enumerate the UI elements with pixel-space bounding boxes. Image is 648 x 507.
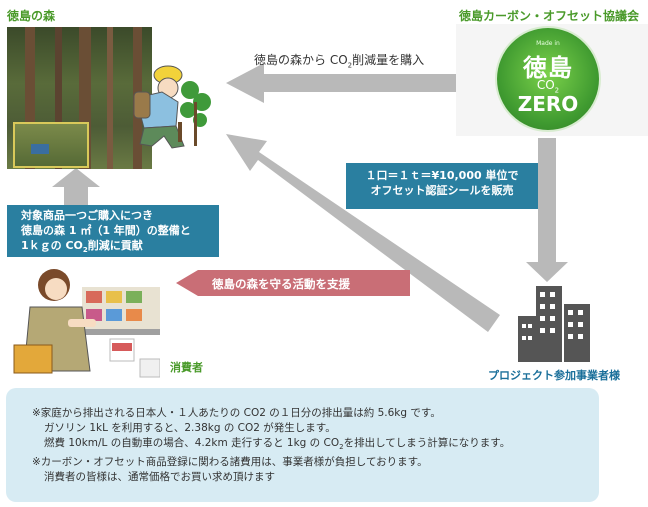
arrow-co2-purchase <box>226 63 456 103</box>
forest-photo <box>7 27 152 169</box>
note-line2: ガソリン 1kL を利用すると、2.38kg の CO2 が発生します。 <box>44 422 336 434</box>
note-line1: ※家庭から排出される日本人・１人あたりの CO2 の１日分の排出量は約 5.6k… <box>32 407 441 419</box>
sale-box: １口＝１ｔ＝¥10,000 単位で オフセット認証シールを販売 <box>346 163 538 209</box>
logo-zero: ZERO <box>517 92 579 116</box>
forest-inset-photo <box>13 122 89 168</box>
contribution-box: 対象商品一つご購入につき 徳島の森 1 ㎡（1 年間）の整備と 1ｋｇの CO2… <box>7 205 219 257</box>
sale-box-line2: オフセット認証シールを販売 <box>370 184 514 197</box>
contribution-line1: 対象商品一つご購入につき <box>21 209 153 222</box>
logo-co2: CO2 <box>536 78 560 95</box>
contribution-line3: 1ｋｇの CO2削減に貢献 <box>21 239 143 255</box>
forester-illustration <box>133 65 211 149</box>
association-title: 徳島カーボン・オフセット協議会 <box>459 9 640 23</box>
arrow-diagonal-to-forest <box>226 134 500 332</box>
note-line4: ※カーボン・オフセット商品登録に関わる諸費用は、事業者様が負担しております。 <box>32 456 428 469</box>
logo-tokushima: 徳島 <box>523 54 573 82</box>
logo-top-text: Made in <box>536 40 560 47</box>
contribution-line2: 徳島の森 1 ㎡（1 年間）の整備と <box>21 224 191 237</box>
co2-purchase-label: 徳島の森から CO2削減量を購入 <box>254 53 425 70</box>
note-line5: 消費者の皆様は、通常価格でお買い求め頂けます <box>44 471 275 484</box>
business-building-icon <box>518 286 590 362</box>
business-label: プロジェクト参加事業者様 <box>488 369 620 382</box>
forest-title: 徳島の森 <box>7 9 56 23</box>
co2-zero-logo: Made in 徳島 CO2 ZERO <box>497 28 599 130</box>
arrow-down-to-business <box>526 138 568 282</box>
arrow-up-to-forest <box>52 168 100 206</box>
support-arrow-label: 徳島の森を守る活動を支援 <box>212 277 350 291</box>
support-arrow-shape <box>176 270 410 296</box>
sale-box-line1: １口＝１ｔ＝¥10,000 単位で <box>365 169 519 182</box>
consumer-label: 消費者 <box>170 361 203 374</box>
notes-box: ※家庭から排出される日本人・１人あたりの CO2 の１日分の排出量は約 5.6k… <box>6 388 599 502</box>
consumer-illustration <box>13 269 160 378</box>
note-line3: 燃費 10km/L の自動車の場合、4.2km 走行すると 1kg の CO2を… <box>44 437 511 452</box>
